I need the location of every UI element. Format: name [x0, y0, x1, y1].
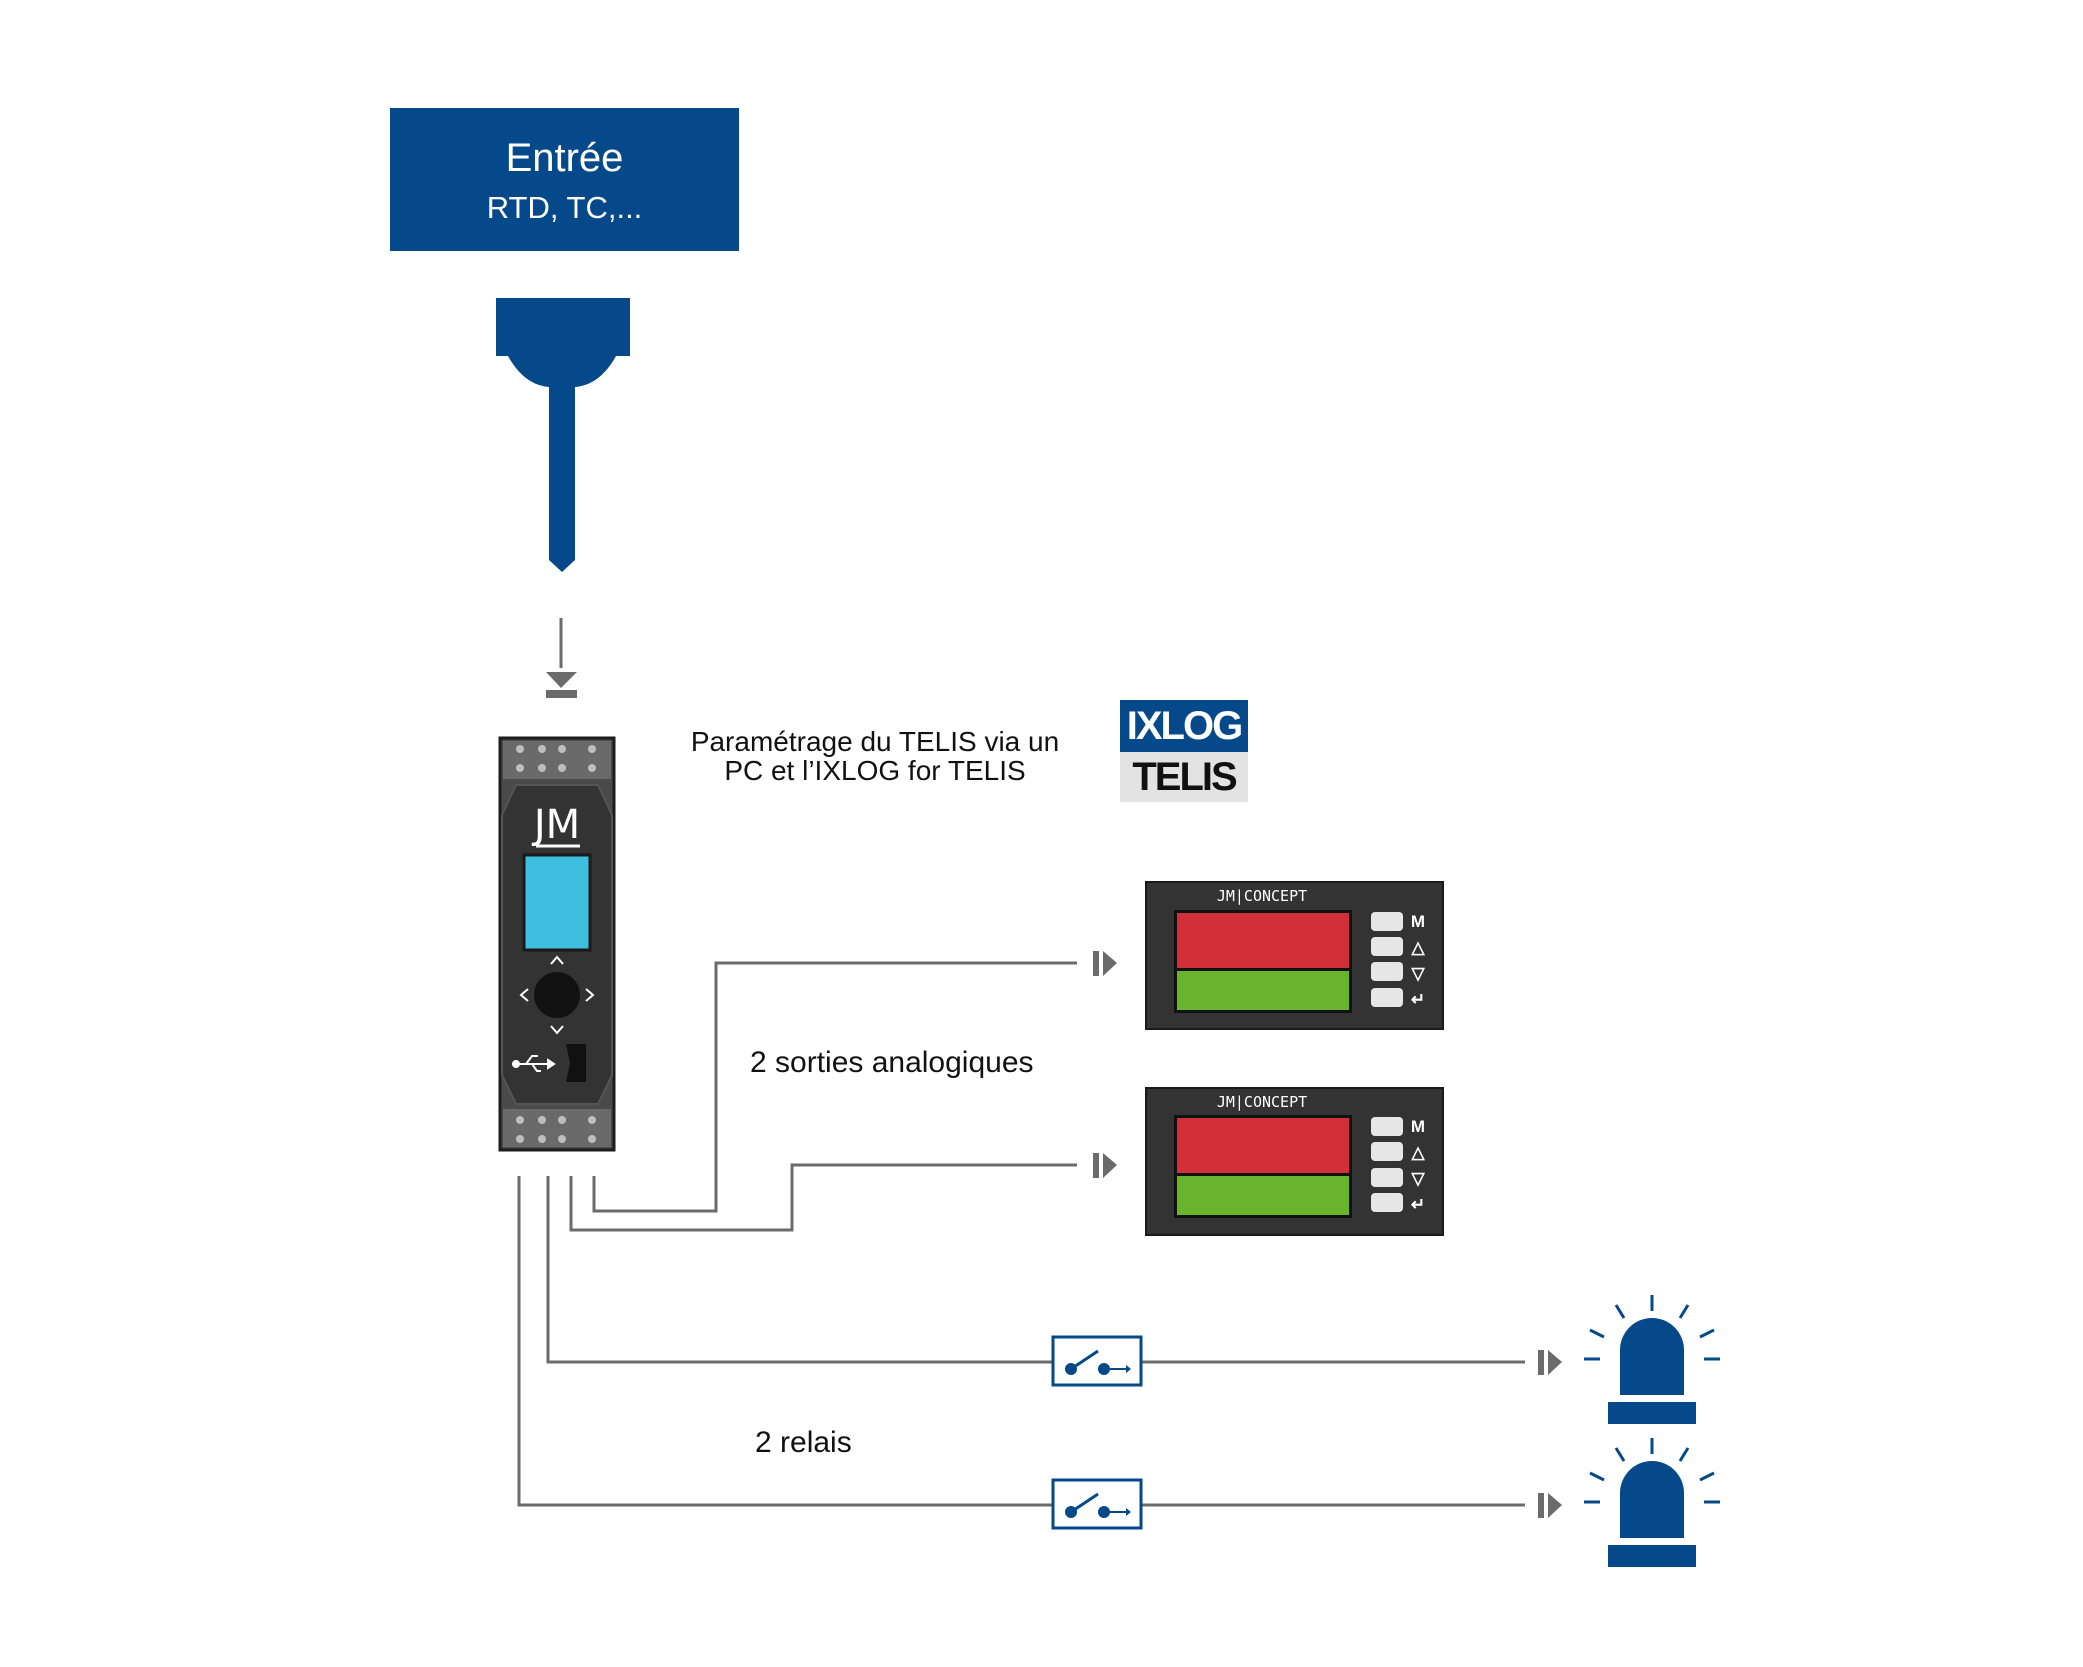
alarm-beacon-icon: [1584, 1295, 1720, 1424]
ixlog-telis-logo: IXLOG TELIS: [1120, 700, 1248, 802]
device-logo: JM: [531, 802, 580, 848]
display-green: [1177, 1176, 1349, 1215]
key-enter-label: ↵: [1411, 1195, 1425, 1214]
usb-icon: [512, 1055, 556, 1072]
display-red: [1177, 913, 1349, 968]
indicator-brand: JM|CONCEPT: [1217, 887, 1307, 905]
probe-connector-arrow: [546, 618, 577, 698]
panel-indicator-2: JM|CONCEPT M △ ▽ ↵: [1145, 1087, 1444, 1236]
device-screen: [522, 853, 592, 952]
key-m-label: M: [1411, 912, 1425, 931]
configuration-line-1: Paramétrage du TELIS via un: [690, 726, 1060, 757]
display-green: [1177, 971, 1349, 1010]
panel-indicator-1: JM|CONCEPT M △ ▽ ↵: [1145, 881, 1444, 1030]
analog-output-arrows: [1093, 951, 1117, 1178]
usb-port: [566, 1044, 586, 1082]
key-down-label: ▽: [1410, 1169, 1425, 1188]
input-subtitle: RTD, TC,...: [486, 190, 643, 225]
ixlog-logo-bottom: TELIS: [1120, 752, 1248, 802]
relays-label: 2 relais: [755, 1426, 852, 1459]
input-box: Entrée RTD, TC,...: [390, 108, 739, 251]
display-red: [1177, 1118, 1349, 1173]
key-m-label: M: [1411, 1117, 1425, 1136]
key-enter-label: ↵: [1411, 990, 1425, 1009]
input-title: Entrée: [505, 136, 624, 180]
configuration-note: Paramétrage du TELIS via un PC et l’IXLO…: [655, 727, 1095, 785]
key-down-label: ▽: [1410, 964, 1425, 983]
navigation-knob-icon: [534, 972, 580, 1018]
relay-wires: [517, 1176, 1525, 1507]
chevron-down-icon: [550, 1025, 564, 1035]
chevron-right-icon: [585, 988, 595, 1002]
ixlog-logo-top: IXLOG: [1120, 700, 1248, 752]
chevron-up-icon: [550, 955, 564, 965]
chevron-left-icon: [519, 988, 529, 1002]
analog-output-wires: [569, 961, 1077, 1232]
configuration-line-2: PC et l’IXLOG for TELIS: [724, 755, 1026, 786]
key-up-label: △: [1410, 1143, 1425, 1162]
relay-output-arrows: [1538, 1350, 1562, 1518]
relay-switch-icon: [1051, 1335, 1143, 1387]
indicator-brand: JM|CONCEPT: [1217, 1093, 1307, 1111]
alarm-beacon-icon: [1584, 1438, 1720, 1567]
analog-outputs-label: 2 sorties analogiques: [750, 1046, 1034, 1079]
temperature-probe-icon: [496, 298, 630, 572]
telis-device: JM: [498, 736, 616, 1152]
key-up-label: △: [1410, 938, 1425, 957]
relay-switch-icon: [1051, 1478, 1143, 1530]
